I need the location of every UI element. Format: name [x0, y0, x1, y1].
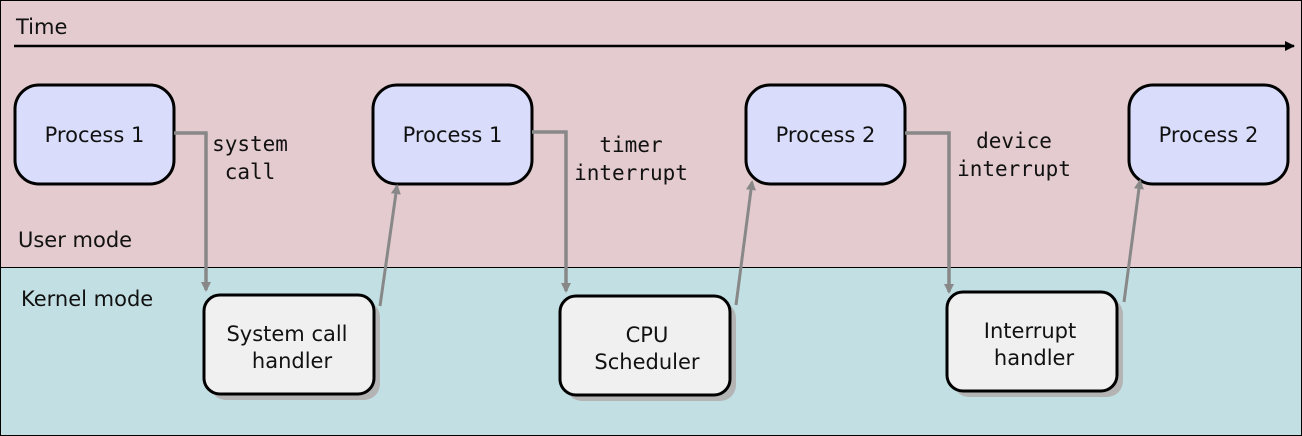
- svg-text:CPU: CPU: [626, 323, 669, 347]
- process-box-3: Process 2: [744, 83, 907, 186]
- timer-interrupt-label-line1: timer: [599, 133, 662, 157]
- arrow-device-interrupt: [905, 131, 954, 294]
- process-box-1: Process 1: [13, 83, 176, 186]
- timer-interrupt-label-line2: interrupt: [574, 161, 688, 185]
- kernel-mode-label: Kernel mode: [21, 287, 153, 311]
- interrupt-handler-box: Interrupt handler: [945, 290, 1123, 397]
- device-interrupt-label-line2: interrupt: [957, 157, 1071, 181]
- user-mode-label: User mode: [18, 228, 132, 252]
- svg-text:Process 1: Process 1: [45, 123, 145, 147]
- arrow-return-to-process-1: [378, 184, 401, 307]
- system-call-label-line1: system: [212, 132, 288, 156]
- arrow-return-to-process-2: [734, 180, 756, 306]
- svg-text:Process 1: Process 1: [403, 123, 503, 147]
- svg-text:System call: System call: [226, 322, 347, 346]
- arrow-return-to-process-2b: [1122, 179, 1144, 303]
- system-call-label-line2: call: [225, 160, 276, 184]
- process-box-2: Process 1: [371, 83, 534, 186]
- time-label: Time: [15, 15, 67, 39]
- svg-text:Process 2: Process 2: [1159, 123, 1259, 147]
- device-interrupt-label-line1: device: [976, 129, 1052, 153]
- arrow-timer-interrupt: [532, 130, 571, 293]
- svg-text:Interrupt: Interrupt: [984, 319, 1076, 343]
- svg-text:Scheduler: Scheduler: [594, 350, 699, 374]
- cpu-scheduler-box: CPU Scheduler: [558, 294, 736, 401]
- system-call-handler-box: System call handler: [202, 293, 380, 400]
- arrow-system-call: [174, 131, 211, 292]
- process-box-4: Process 2: [1127, 83, 1290, 186]
- svg-text:handler: handler: [252, 349, 333, 373]
- svg-text:Process 2: Process 2: [776, 123, 876, 147]
- svg-text:handler: handler: [994, 346, 1075, 370]
